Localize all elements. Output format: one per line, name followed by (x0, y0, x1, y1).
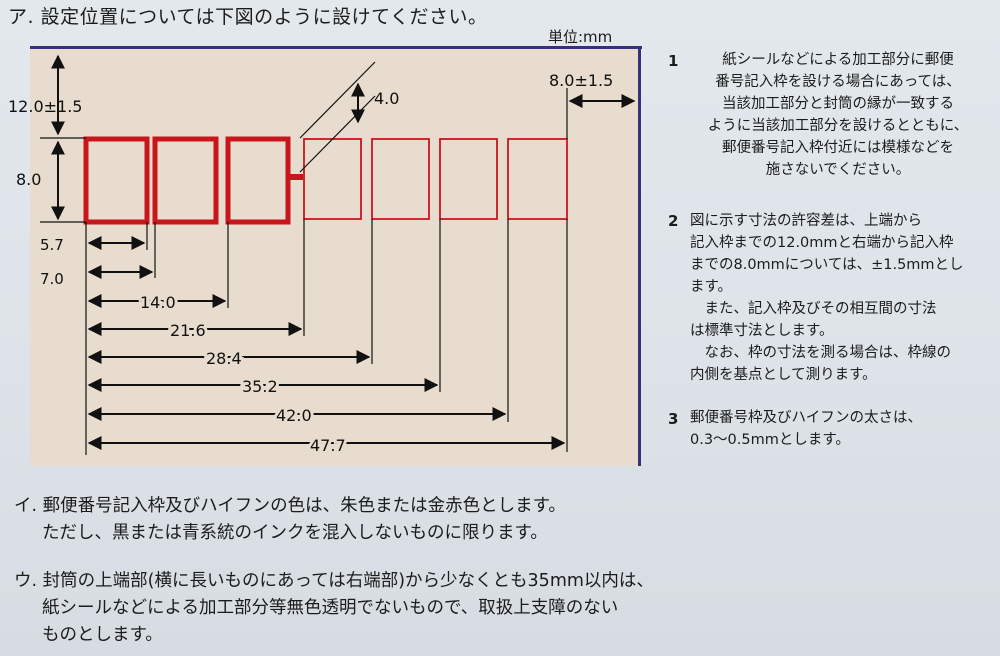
hyphen (288, 174, 303, 180)
dim-label-21-6: 21.6 (170, 321, 206, 340)
note-3-number: 3 (668, 410, 679, 428)
dim-label-7-0: 7.0 (40, 270, 64, 288)
dim-top-margin: 12.0±1.5 (8, 97, 82, 116)
code-box-6 (439, 138, 498, 220)
section-u: ウ. 封筒の上端部(横に長いものにあっては右端部)から少なくとも35mm以内は、… (14, 571, 654, 645)
dim-label-47-7: 47.7 (310, 436, 346, 455)
dim-right-margin: 8.0±1.5 (549, 71, 613, 90)
code-box-2 (152, 136, 219, 225)
dim-label-5-7: 5.7 (40, 236, 64, 254)
code-box-7 (507, 138, 568, 220)
code-box-3 (225, 136, 291, 225)
unit-label: 単位:mm (548, 28, 613, 46)
diagram-panel (30, 49, 638, 466)
dim-label-35-2: 35.2 (242, 377, 278, 396)
envelope-top-edge (30, 46, 642, 49)
dim-gap: 4.0 (374, 89, 399, 108)
envelope-right-edge (638, 46, 641, 466)
dim-label-28-4: 28.4 (206, 349, 242, 368)
code-box-5 (371, 138, 430, 220)
dim-height: 8.0 (16, 170, 41, 189)
note-1-number: 1 (668, 52, 679, 70)
page-title: ア. 設定位置については下図のように設けてください。 (8, 6, 488, 28)
code-box-1 (83, 136, 150, 225)
note-2: 図に示す寸法の許容差は、上端から 記入枠までの12.0mmと右端から記入枠 まで… (690, 213, 964, 383)
note-3: 郵便番号枠及びハイフンの太さは、 0.3～0.5mmとします。 (690, 410, 922, 448)
dim-label-42-0: 42.0 (276, 406, 312, 425)
section-i: イ. 郵便番号記入枠及びハイフンの色は、朱色または金赤色とします。 ただし、黒ま… (14, 496, 566, 543)
dim-label-14-0: 14.0 (140, 293, 176, 312)
note-1: 紙シールなどによる加工部分に郵便 番号記入枠を設ける場合にあっては、 当該加工部… (707, 52, 969, 178)
note-2-number: 2 (668, 212, 679, 230)
